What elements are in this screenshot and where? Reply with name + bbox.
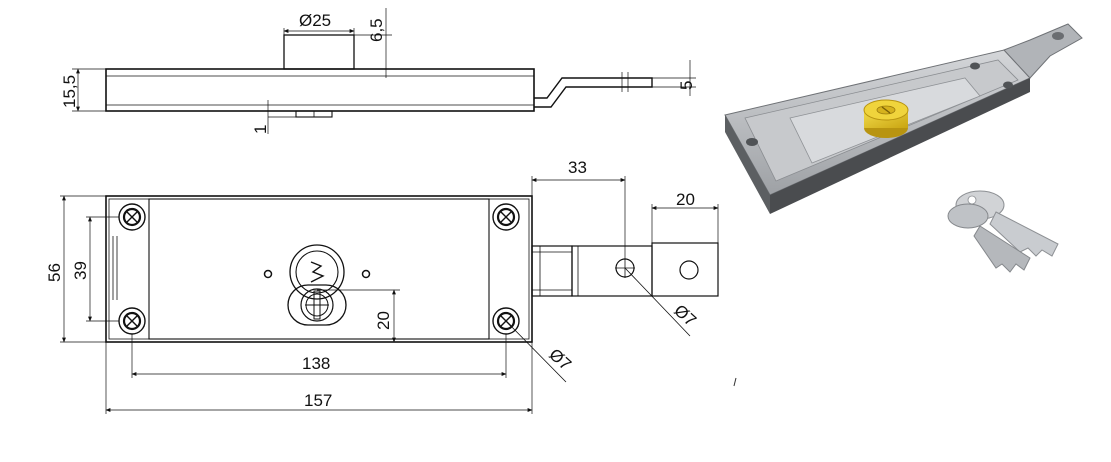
front-tongue xyxy=(531,242,719,297)
dim-front-screw-pitch-vertical: 39 xyxy=(71,261,90,280)
dim-front-body-length: 157 xyxy=(304,391,332,410)
screw-top-right xyxy=(492,203,520,231)
product-render xyxy=(724,23,1083,387)
front-body xyxy=(105,195,533,343)
front-view: 33 20 56 39 20 138 157 Ø7 Ø7 xyxy=(45,158,719,414)
side-tongue xyxy=(534,77,653,108)
dim-front-screw-pitch-horizontal: 138 xyxy=(302,354,330,373)
dim-front-tab-width: 20 xyxy=(676,190,695,209)
dim-front-hole-screw: Ø7 xyxy=(545,345,575,374)
dim-front-body-height: 56 xyxy=(45,263,64,282)
dim-front-hole-tab: Ø7 xyxy=(670,301,700,330)
dim-side-cylinder-height: 6,5 xyxy=(367,18,386,42)
screw-bottom-left xyxy=(118,307,146,335)
screw-top-left xyxy=(118,203,146,231)
side-cylinder xyxy=(283,34,355,70)
render-cylinder xyxy=(863,99,909,138)
render-keys xyxy=(947,190,1059,273)
front-cylinder xyxy=(287,244,347,326)
dim-front-tongue-reach: 33 xyxy=(568,158,587,177)
front-cover-plate xyxy=(148,198,490,340)
side-view: Ø25 6,5 15,5 5 1 xyxy=(60,8,696,134)
dim-side-body-height: 15,5 xyxy=(60,75,79,108)
dim-side-bottom-offset: 1 xyxy=(251,125,270,134)
dim-side-cylinder-diameter: Ø25 xyxy=(299,11,331,30)
dim-front-cylinder-offset: 20 xyxy=(374,311,393,330)
dim-side-tongue-thickness: 5 xyxy=(677,81,696,90)
